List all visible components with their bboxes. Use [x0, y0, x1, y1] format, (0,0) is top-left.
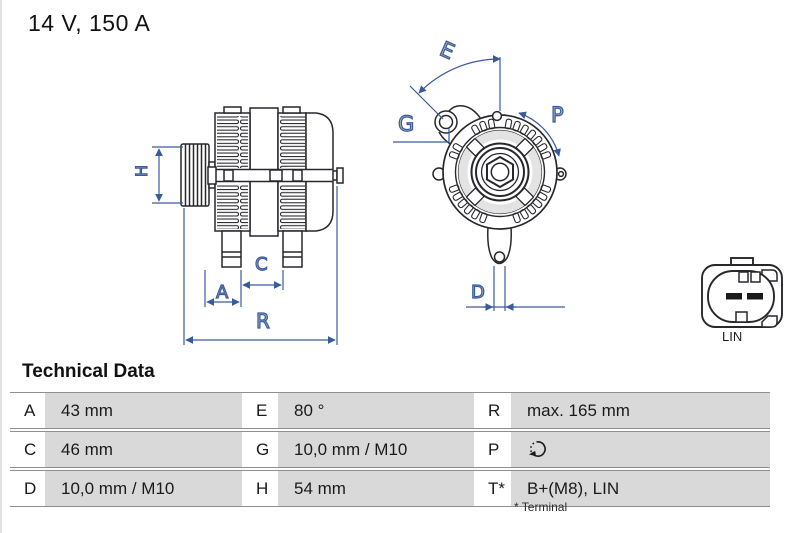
connector-key-bottom — [735, 311, 748, 323]
connector-lin-label: LIN — [722, 329, 742, 344]
dim-key-r: R — [474, 393, 511, 428]
dimension-label-a: A — [216, 282, 229, 303]
bottom-mounting-lug — [487, 226, 512, 265]
dim-key-d: D — [10, 471, 45, 506]
mounting-feet — [221, 230, 303, 268]
alternator-side-view — [180, 106, 344, 268]
dim-value-d: 10,0 mm / M10 — [45, 471, 242, 506]
through-bolt-band — [207, 166, 344, 185]
dim-value-r: max. 165 mm — [511, 393, 770, 428]
connector-pin-2 — [747, 293, 763, 300]
technical-data-table: A 43 mm E 80 ° R max. 165 mm C 46 mm G 1… — [10, 392, 770, 507]
dim-key-c: C — [10, 432, 45, 467]
cooling-fins — [217, 116, 305, 229]
dim-value-e: 80 ° — [278, 393, 474, 428]
rotation-ccw-icon — [528, 441, 546, 457]
dimension-r — [183, 186, 338, 345]
shaft-hex-nut — [486, 156, 514, 188]
dimension-label-r: R — [256, 309, 270, 333]
dim-value-p — [511, 432, 770, 467]
dim-value-c: 46 mm — [45, 432, 242, 467]
dim-value-h: 54 mm — [278, 471, 474, 506]
dim-key-a: A — [10, 393, 45, 428]
right-ear-hole — [557, 170, 565, 178]
dimension-label-h: H — [132, 165, 151, 177]
side-view-dimensions: H A C R — [131, 146, 338, 345]
dimension-g-leader — [393, 128, 450, 143]
dim-value-t: B+(M8), LIN — [511, 471, 770, 506]
technical-data-heading: Technical Data — [22, 361, 155, 382]
dimension-a — [204, 270, 242, 307]
rotation-direction-arrow — [518, 111, 561, 157]
dim-key-p: P — [474, 432, 511, 467]
stator-band — [458, 130, 542, 214]
alternator-technical-drawing: H A C R — [131, 36, 783, 345]
table-row: D 10,0 mm / M10 H 54 mm T* B+(M8), LIN — [10, 470, 770, 507]
dimension-label-c: C — [255, 254, 268, 275]
connector-pin-1 — [726, 293, 742, 300]
dimension-d — [466, 266, 565, 311]
dim-value-g: 10,0 mm / M10 — [278, 432, 474, 467]
dimension-h — [152, 146, 183, 204]
connector-key-2 — [750, 271, 761, 283]
dimension-label-g: G — [398, 112, 414, 136]
table-row: C 46 mm G 10,0 mm / M10 P — [10, 431, 770, 468]
alternator-front-view — [432, 105, 567, 265]
dimension-label-d: D — [471, 282, 485, 303]
terminal-footnote: * Terminal — [514, 500, 568, 514]
dimension-c — [242, 270, 284, 290]
dimension-label-p: P — [551, 103, 564, 127]
dim-key-e: E — [242, 393, 278, 428]
voltage-current-title: 14 V, 150 A — [28, 10, 151, 36]
dim-value-a: 43 mm — [45, 393, 242, 428]
top-bolt-hole — [491, 110, 503, 122]
connector-corner-tab-bottom — [761, 315, 778, 328]
page-left-edge — [0, 0, 2, 533]
dim-key-g: G — [242, 432, 278, 467]
connector-key-1 — [738, 271, 749, 283]
dim-key-h: H — [242, 471, 278, 506]
lin-connector-drawing: LIN — [701, 257, 783, 344]
table-row: A 43 mm E 80 ° R max. 165 mm — [10, 392, 770, 429]
dimension-label-e: E — [436, 37, 458, 64]
dim-key-t: T* — [474, 471, 511, 506]
dimension-e-angle — [409, 55, 501, 120]
